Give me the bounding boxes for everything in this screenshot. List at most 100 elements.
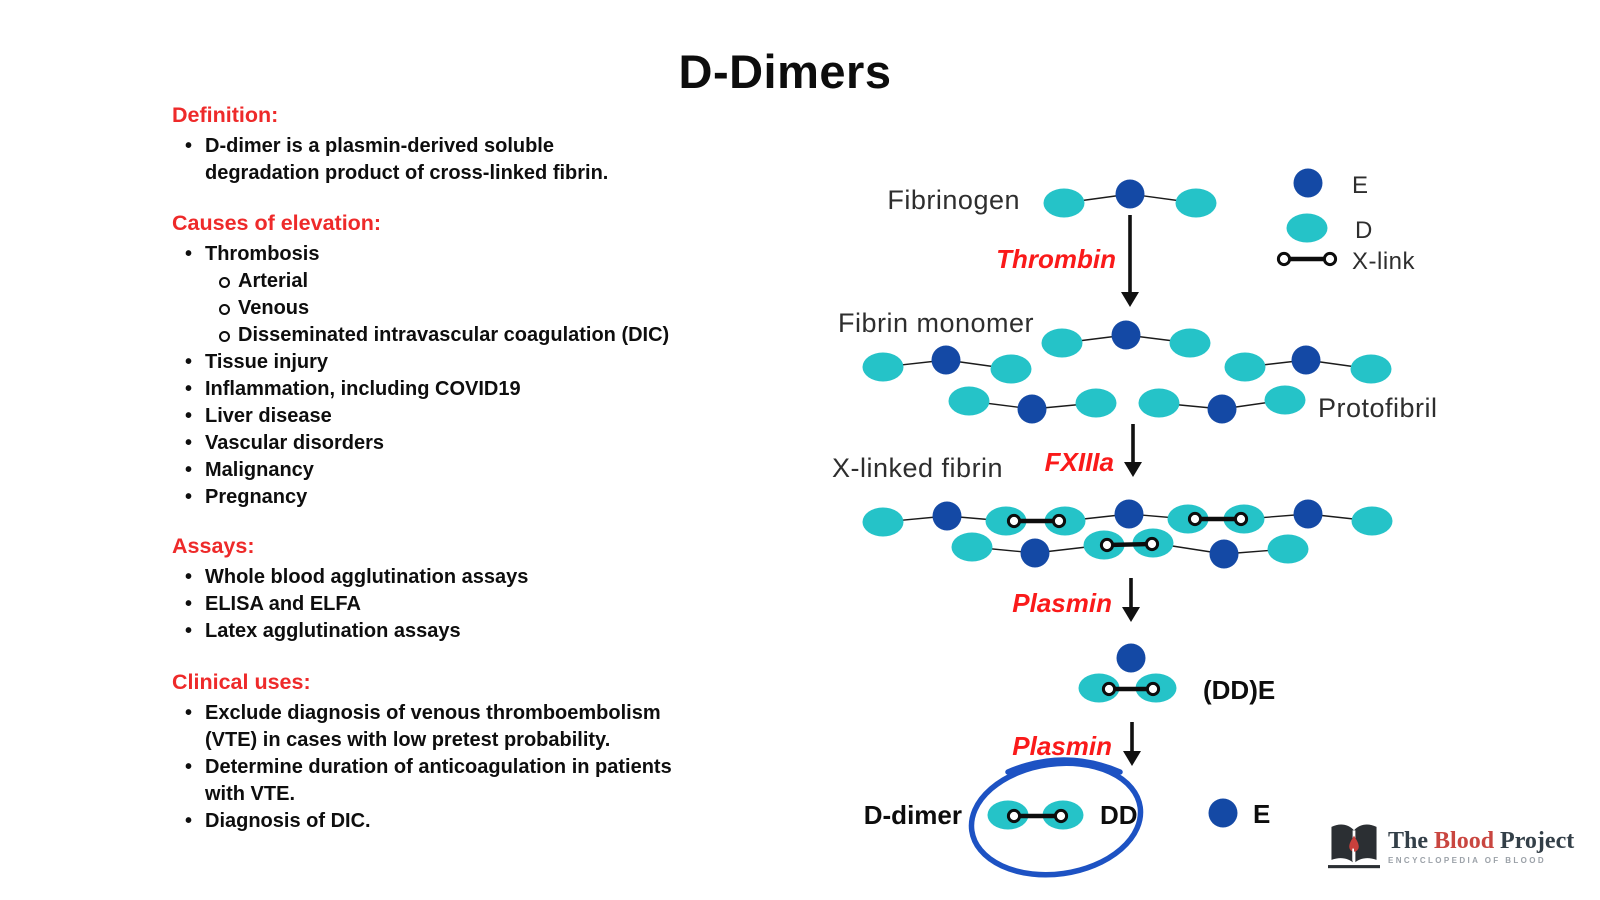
- clinical-uses-heading: Clinical uses:: [172, 670, 311, 694]
- logo-blood: Blood: [1434, 827, 1495, 854]
- xlink-circle: [1099, 537, 1115, 553]
- list-item: Diagnosis of DIC.: [172, 808, 710, 835]
- fibrin-monomer-label: Fibrin monomer: [838, 308, 1034, 338]
- d-domain-node: [985, 506, 1027, 536]
- blood-project-logo: The Blood Project ENCYCLOPEDIA OF BLOOD: [1328, 820, 1574, 872]
- list-item: Malignancy: [172, 457, 732, 484]
- list-item: Thrombosis: [172, 241, 732, 268]
- d-domain-node: [1286, 213, 1328, 243]
- xlink-circle: [1006, 513, 1022, 529]
- list-item: Tissue injury: [172, 349, 732, 376]
- legend-e-label: E: [1352, 172, 1369, 199]
- e-domain-node: [1111, 320, 1141, 350]
- list-item: Inflammation, including COVID19: [172, 376, 732, 403]
- xlink-circle: [1006, 808, 1022, 824]
- e-domain-node: [1115, 179, 1145, 209]
- list-item: Determine duration of anticoagulation in…: [172, 754, 710, 808]
- xlink-circle: [1233, 511, 1249, 527]
- section-assays: Assays: Whole blood agglutination assays…: [172, 533, 732, 645]
- dd-label: DD: [1100, 800, 1138, 830]
- blood-drop-icon: [1349, 835, 1359, 852]
- xlink-circle: [1187, 511, 1203, 527]
- list-item: Vascular disorders: [172, 430, 732, 457]
- e-domain-node: [1116, 643, 1146, 673]
- d-domain-node: [1041, 328, 1083, 358]
- d-domain-node: [1351, 506, 1393, 536]
- list-item: Arterial: [172, 268, 732, 295]
- e-domain-node: [931, 345, 961, 375]
- book-base: [1328, 865, 1380, 869]
- section-clinical-uses: Clinical uses: Exclude diagnosis of veno…: [172, 669, 732, 835]
- fibrinogen-label: Fibrinogen: [887, 185, 1020, 215]
- d-domain-node: [1224, 352, 1266, 382]
- e-domain-node: [1209, 539, 1239, 569]
- list-item: Pregnancy: [172, 484, 732, 511]
- definition-heading: Definition:: [172, 103, 279, 127]
- d-domain-node: [1169, 328, 1211, 358]
- list-item: Whole blood agglutination assays: [172, 564, 732, 591]
- e-domain-node: [1207, 394, 1237, 424]
- list-item: Latex agglutination assays: [172, 618, 732, 645]
- protofibril-label: Protofibril: [1318, 393, 1438, 423]
- list-item: Disseminated intravascular coagulation (…: [172, 322, 732, 349]
- d-domain-node: [1043, 188, 1085, 218]
- d-domain-node: [862, 352, 904, 382]
- e-domain-node: [1114, 499, 1144, 529]
- xlink-circle: [1144, 536, 1160, 552]
- fxiiia-label: FXIIIa: [1045, 447, 1114, 477]
- page-title: D-Dimers: [678, 45, 892, 98]
- logo-wordmark: The Blood Project: [1388, 828, 1574, 854]
- d-domain-node: [1267, 534, 1309, 564]
- down-arrow-head: [1123, 751, 1141, 766]
- assays-heading: Assays:: [172, 534, 255, 558]
- d-domain-node: [951, 532, 993, 562]
- list-item: Liver disease: [172, 403, 732, 430]
- xlink-circle: [1322, 251, 1338, 267]
- d-domain-node: [862, 507, 904, 537]
- legend-d-label: D: [1355, 217, 1373, 244]
- d-domain-node: [1138, 388, 1180, 418]
- logo-tagline: ENCYCLOPEDIA OF BLOOD: [1388, 855, 1547, 865]
- d-domain-node: [1350, 354, 1392, 384]
- e-domain-node: [932, 501, 962, 531]
- d-domain-node: [1264, 385, 1306, 415]
- e-domain-node: [1293, 499, 1323, 529]
- d-domain-node: [948, 386, 990, 416]
- plasmin-label-2: Plasmin: [1012, 731, 1112, 761]
- section-definition: Definition: D-dimer is a plasmin-derived…: [172, 102, 732, 187]
- open-book-icon: [1328, 824, 1380, 869]
- legend-xlink-label: X-link: [1352, 248, 1416, 275]
- list-item: D-dimer is a plasmin-derived soluble deg…: [172, 133, 645, 187]
- logo-project: Project: [1500, 827, 1575, 854]
- section-causes: Causes of elevation: Thrombosis Arterial…: [172, 210, 732, 511]
- down-arrow-head: [1124, 462, 1142, 477]
- d-dimer-label: D-dimer: [864, 800, 962, 830]
- down-arrow-head: [1121, 292, 1139, 307]
- list-item: ELISA and ELFA: [172, 591, 732, 618]
- plasmin-label-1: Plasmin: [1012, 588, 1112, 618]
- dde-label: (DD)E: [1203, 675, 1275, 705]
- logo-the: The: [1388, 827, 1429, 854]
- thrombin-label: Thrombin: [996, 244, 1116, 274]
- causes-heading: Causes of elevation:: [172, 211, 382, 235]
- xlink-circle: [1145, 681, 1161, 697]
- e-domain-node: [1017, 394, 1047, 424]
- list-item: Exclude diagnosis of venous thromboembol…: [172, 700, 710, 754]
- e-domain-node: [1291, 345, 1321, 375]
- xlink-bar: [1106, 541, 1153, 548]
- xlink-circle: [1101, 681, 1117, 697]
- xlink-circle: [1276, 251, 1292, 267]
- d-domain-node: [1075, 388, 1117, 418]
- d-dimer-sketch-tail: [1005, 757, 1123, 775]
- list-item: Venous: [172, 295, 732, 322]
- free-e-label: E: [1253, 799, 1270, 829]
- e-domain-node: [1293, 168, 1323, 198]
- xlink-circle: [1051, 513, 1067, 529]
- e-domain-node: [1208, 798, 1238, 828]
- e-domain-node: [1020, 538, 1050, 568]
- x-linked-fibrin-label: X-linked fibrin: [832, 453, 1003, 483]
- d-dimer-sketch-circle: [968, 760, 1144, 878]
- xlink-circle: [1053, 808, 1069, 824]
